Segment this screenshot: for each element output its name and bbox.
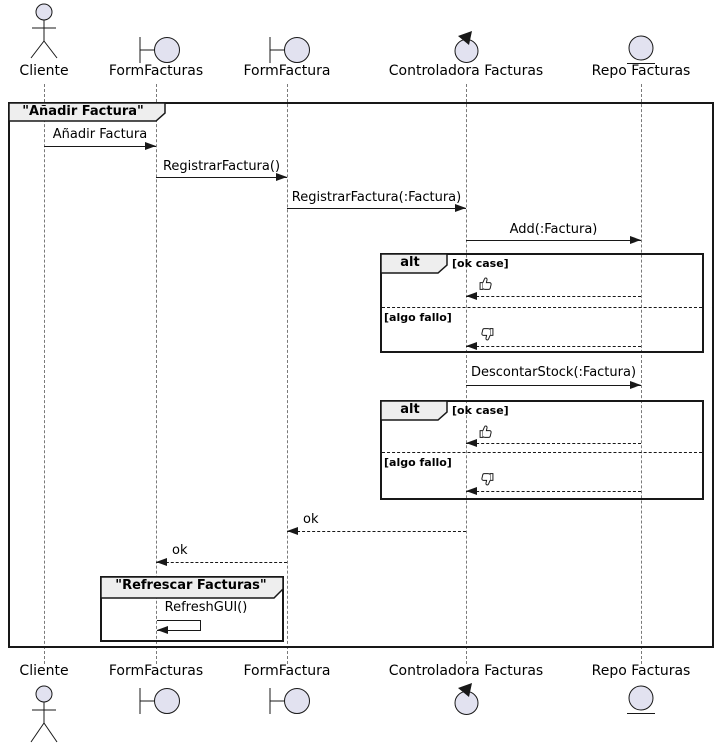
- alt-frame-1-guard-fail: [algo fallo]: [384, 311, 452, 324]
- frame-refrescar-tab: [100, 576, 284, 599]
- arrowhead-icon: [276, 173, 287, 181]
- actor-icon: [30, 3, 58, 59]
- arrowhead-icon: [466, 487, 477, 495]
- boundary-icon: [139, 688, 180, 714]
- entity-icon: [627, 35, 655, 64]
- return-arrow-ok-formfactura: [156, 562, 287, 563]
- alt-frame-2-divider: [382, 452, 702, 453]
- alt-frame-2-tab: [380, 400, 448, 421]
- alt-frame-1-tab: [380, 253, 448, 274]
- message-label-add: Add(:Factura): [509, 222, 598, 237]
- message-arrow-registrar: [156, 177, 287, 178]
- participant-label-repo: Repo Facturas: [591, 63, 691, 79]
- thumbs-down-icon: [481, 473, 494, 486]
- boundary-icon: [269, 688, 310, 714]
- alt-frame-2-guard-fail: [algo fallo]: [384, 456, 452, 469]
- alt-frame-1-operator: alt: [400, 255, 420, 270]
- lifeline-formfactura: [287, 84, 288, 664]
- thumbs-up-icon: [479, 277, 492, 290]
- arrowhead-icon: [157, 626, 168, 634]
- participant-label-cliente: Cliente: [19, 63, 69, 79]
- arrowhead-icon: [156, 558, 167, 566]
- message-label-registrar-param: RegistrarFactura(:Factura): [291, 190, 462, 205]
- control-icon: [454, 31, 479, 63]
- return-arrow-fail-2: [466, 491, 641, 492]
- participant-label-cliente-bottom: Cliente: [19, 663, 69, 679]
- return-arrow-ok-controladora: [287, 531, 466, 532]
- return-arrow-ok-1: [466, 296, 641, 297]
- participant-label-repo-bottom: Repo Facturas: [591, 663, 691, 679]
- boundary-icon: [269, 37, 310, 63]
- return-arrow-fail-1: [466, 346, 641, 347]
- message-label-anadir: Añadir Factura: [52, 127, 148, 142]
- lifeline-formfacturas: [156, 84, 157, 664]
- return-arrow-ok-2: [466, 443, 641, 444]
- participant-label-formfacturas: FormFacturas: [108, 63, 204, 79]
- participant-label-controladora: Controladora Facturas: [388, 63, 544, 79]
- self-message-arrow-refreshgui: [157, 620, 201, 631]
- arrowhead-icon: [455, 204, 466, 212]
- alt-frame-2-guard-ok: [ok case]: [452, 404, 509, 417]
- alt-frame-2-operator: alt: [400, 402, 420, 417]
- message-label-refreshgui: RefreshGUI(): [164, 600, 248, 615]
- message-arrow-registrar-param: [287, 208, 466, 209]
- alt-frame-2: [380, 400, 704, 500]
- lifeline-cliente: [44, 84, 45, 664]
- arrowhead-icon: [630, 236, 641, 244]
- participant-label-formfactura-bottom: FormFactura: [243, 663, 331, 679]
- participant-label-formfactura: FormFactura: [243, 63, 331, 79]
- lifeline-repo: [641, 84, 642, 664]
- arrowhead-icon: [145, 142, 156, 150]
- message-label-ok-2: ok: [172, 543, 188, 558]
- alt-frame-1-divider: [382, 307, 702, 308]
- message-arrow-add: [466, 240, 641, 241]
- participant-label-controladora-bottom: Controladora Facturas: [388, 663, 544, 679]
- message-arrow-anadir: [44, 146, 156, 147]
- lifeline-controladora: [466, 84, 467, 664]
- arrowhead-icon: [466, 292, 477, 300]
- arrowhead-icon: [287, 527, 298, 535]
- entity-icon: [627, 685, 655, 714]
- alt-frame-1-guard-ok: [ok case]: [452, 257, 509, 270]
- frame-anadir-tab: [8, 102, 166, 122]
- arrowhead-icon: [466, 439, 477, 447]
- control-icon: [454, 683, 479, 715]
- thumbs-up-icon: [479, 425, 492, 438]
- thumbs-down-icon: [481, 328, 494, 341]
- message-label-registrar: RegistrarFactura(): [162, 159, 281, 174]
- message-arrow-descontar: [466, 385, 641, 386]
- arrowhead-icon: [630, 381, 641, 389]
- frame-anadir-title: "Añadir Factura": [22, 104, 144, 119]
- participant-label-formfacturas-bottom: FormFacturas: [108, 663, 204, 679]
- message-label-descontar: DescontarStock(:Factura): [470, 365, 637, 380]
- alt-frame-1: [380, 253, 704, 353]
- frame-refrescar-title: "Refrescar Facturas": [115, 578, 267, 593]
- arrowhead-icon: [466, 342, 477, 350]
- message-label-ok-1: ok: [303, 512, 319, 527]
- actor-icon: [30, 685, 58, 743]
- frame-anadir-factura: [8, 102, 714, 648]
- boundary-icon: [139, 37, 180, 63]
